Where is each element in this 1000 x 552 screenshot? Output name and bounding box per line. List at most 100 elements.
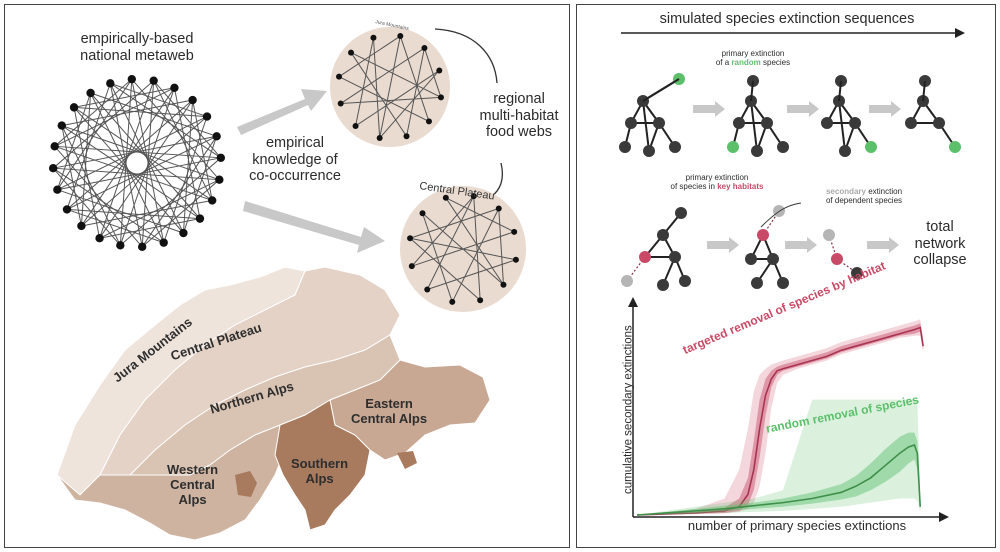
metaweb-node [106,79,115,88]
plateau-web-node [419,210,426,217]
plateau-web-edge [445,197,504,286]
species-node [745,253,757,265]
metaweb-edge [56,78,133,190]
map-enclave-blob-east [397,451,417,469]
map-region-western-central-alps [56,424,286,541]
habitat-extinction-caption: primary extinction of species in key hab… [670,173,764,192]
metaweb-edge [153,80,222,159]
cooccurrence-label: empirical knowledge of co-occurrence [249,135,341,185]
switzerland-map [56,266,491,541]
plateau-web-edge [422,212,504,286]
metaweb-node [216,153,226,163]
metaweb-node [53,185,62,194]
plateau-web-node [477,297,484,304]
metaweb-node [50,142,59,151]
metaweb-node [57,121,66,130]
species-node [653,117,665,129]
sequence-arrow [707,237,739,253]
jura-web-node [403,133,410,140]
species-node [751,277,763,289]
network-collapse-label: total network collapse [913,219,967,269]
plateau-web-node [470,193,477,200]
sequence-arrow [787,101,819,117]
jura-web-edge [406,47,425,137]
jura-web-edge [338,35,401,78]
sequence-timeline-arrowhead [955,28,965,38]
caption-pointer [760,202,802,228]
species-node [679,275,691,287]
metaweb-edge [141,179,220,248]
chart-x-axis-label: number of primary species extinctions [687,518,907,533]
food-web-link [750,80,754,102]
metaweb-edge [182,136,218,234]
left-diagram-canvas: Jura Mountains Central Plateau [48,19,526,541]
metaweb-edge [56,92,92,190]
food-web-link [642,78,680,102]
species-node [669,251,681,263]
jura-web-node [352,122,359,129]
metaweb-edge [52,167,164,244]
plateau-web-node [512,256,519,263]
jura-web-node [370,34,377,41]
plateau-web-node [408,263,415,270]
metaweb-node [170,83,179,92]
chart-series-marks [636,319,924,516]
metaweb-edge [192,99,213,201]
sequence-arrow [785,237,817,253]
metaweb-edge [110,82,208,118]
jura-web-node [436,67,443,74]
chart-x-axis-arrowhead [939,512,949,522]
species-node [849,117,861,129]
sequence-arrow [867,237,899,253]
sequence-arrow [869,101,901,117]
species-node [865,141,877,153]
jura-web-node [336,73,343,80]
metaweb-edge [131,79,165,243]
metaweb-edge [80,92,92,226]
metaweb-edge [73,87,175,108]
metaweb-node [95,234,104,243]
metaweb-edge [61,125,82,227]
secondary-extinction-caption: secondary extinction of dependent specie… [825,187,903,206]
species-node [621,275,633,287]
jura-web-edge [350,52,442,98]
jura-web-node [437,94,444,101]
map-region-southern-alps [274,399,371,531]
national-metaweb-graph [48,74,226,252]
species-node [851,267,863,279]
metaweb-node [127,74,137,84]
plateau-web-edge [427,259,517,290]
jura-web-node [376,134,383,141]
sequence-arrow [693,101,725,117]
species-node [625,117,637,129]
metaweb-node [48,163,58,173]
metaweb-edge [66,208,164,244]
plateau-web-edge [473,196,481,301]
plateau-web-edge [426,195,475,290]
species-node [761,117,773,129]
metaweb-node [188,95,197,105]
species-node [657,229,669,241]
metaweb-node [86,88,95,98]
metaweb-node [159,238,168,247]
random-outer-band [637,399,921,515]
species-node [751,145,763,157]
species-node [831,253,843,265]
arrow-to-plateau-web [243,201,385,253]
food-web-link [922,80,926,102]
jura-web-edge [399,35,430,122]
extinction-chart [628,297,949,522]
jura-web-edge [350,52,407,137]
metaweb-edge [74,106,208,118]
jura-web-edge [379,70,440,139]
jura-web-edge [355,70,440,127]
plateau-web-edge [422,213,453,303]
species-node [639,251,651,263]
metaweb-node [202,112,212,121]
jura-web-node [425,118,432,125]
metaweb-edge [61,125,121,246]
metaweb-edge [182,100,194,234]
species-node [905,117,917,129]
jura-web-edge [423,47,442,98]
plateau-web-node [442,194,449,201]
